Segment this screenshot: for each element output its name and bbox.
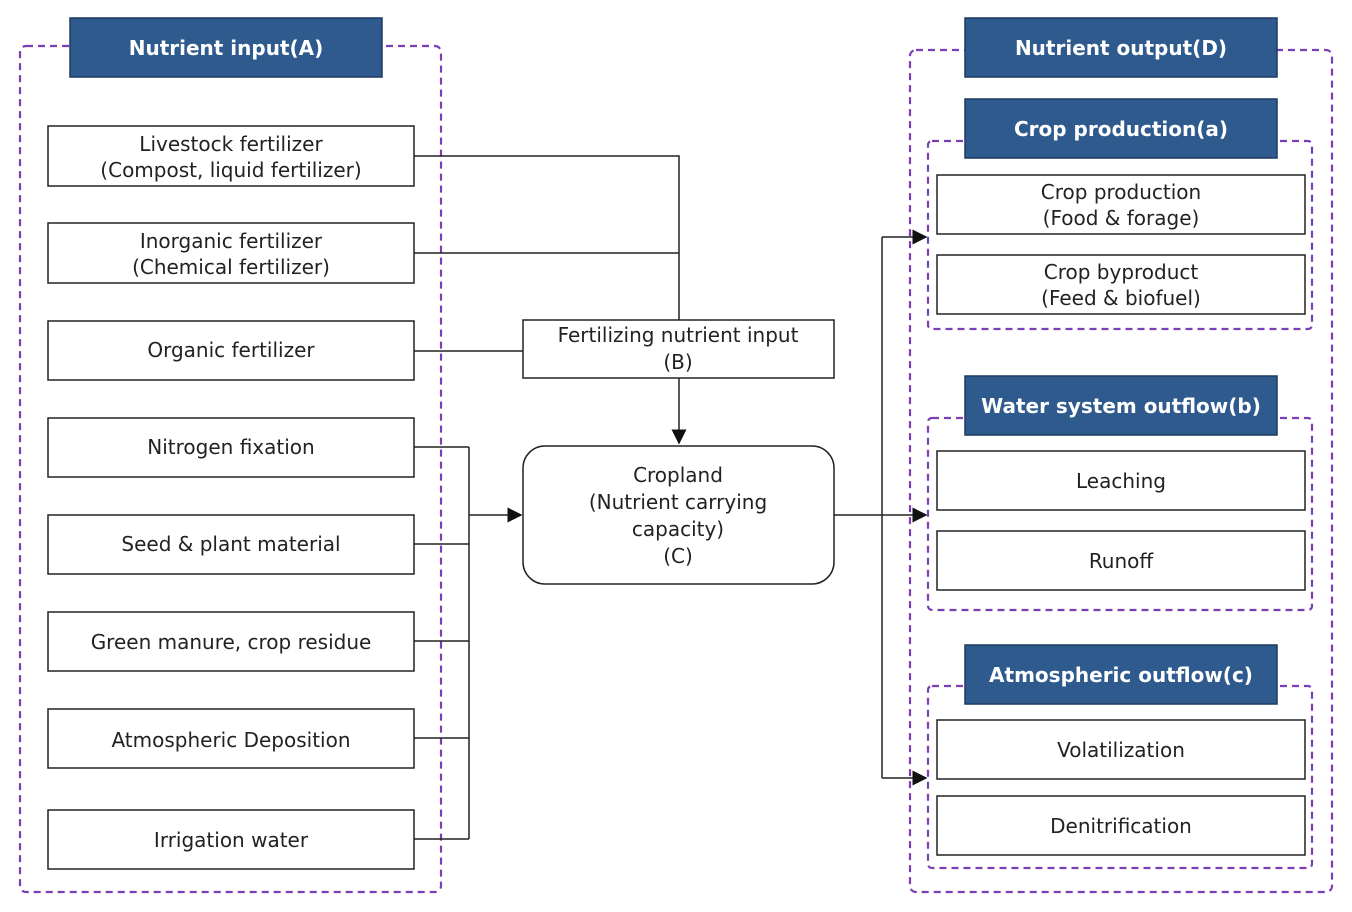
output-item-leaching: Leaching: [936, 450, 1306, 511]
input-group-title: Nutrient input(A): [129, 36, 324, 60]
atmospheric-outflow-title: Atmospheric outflow(c): [989, 663, 1253, 687]
crop-production-header: [964, 98, 1278, 159]
connector-livestock-to-fertilizing: [414, 155, 680, 321]
output-group-title: Nutrient output(D): [1015, 36, 1227, 60]
connector-other-inputs-bus: [414, 446, 470, 840]
input-item-livestock-fertilizer: Livestock fertilizer (Compost, liquid fe…: [47, 125, 415, 187]
cropland-line1: Cropland: [633, 463, 723, 487]
output-item-line2: (Feed & biofuel): [1041, 286, 1201, 310]
input-item-nitrogen-fixation: Nitrogen fixation: [47, 417, 415, 478]
input-item-line1: Irrigation water: [154, 828, 309, 852]
input-item-line2: (Compost, liquid fertilizer): [100, 158, 361, 182]
output-item-line2: (Food & forage): [1043, 206, 1200, 230]
input-item-line1: Organic fertilizer: [147, 338, 315, 362]
output-item-volatilization: Volatilization: [936, 719, 1306, 780]
input-item-line1: Atmospheric Deposition: [111, 728, 350, 752]
crop-production-frame: [926, 139, 1314, 331]
output-item-line1: Crop production: [1041, 180, 1201, 204]
cropland-line3: capacity): [632, 517, 724, 541]
input-group-header: [69, 17, 383, 78]
fertilizing-line2: (B): [663, 350, 692, 374]
input-item-atmospheric-deposition: Atmospheric Deposition: [47, 708, 415, 769]
output-item-denitrification: Denitrification: [936, 795, 1306, 856]
output-item-crop-byproduct: Crop byproduct (Feed & biofuel): [936, 254, 1306, 315]
input-item-line1: Nitrogen fixation: [147, 435, 314, 459]
water-outflow-header: [964, 375, 1278, 436]
atmospheric-outflow-frame: [926, 684, 1314, 870]
input-item-seed-plant-material: Seed & plant material: [47, 514, 415, 575]
water-outflow-title: Water system outflow(b): [981, 394, 1261, 418]
cropland-line2: (Nutrient carrying: [589, 490, 767, 514]
output-item-line1: Crop byproduct: [1044, 260, 1199, 284]
input-item-inorganic-fertilizer: Inorganic fertilizer (Chemical fertilize…: [47, 222, 415, 284]
fertilizing-line1: Fertilizing nutrient input: [558, 323, 799, 347]
water-outflow-frame: [926, 416, 1314, 612]
cropland-line4: (C): [663, 544, 693, 568]
atmospheric-outflow-header: [964, 644, 1278, 705]
input-item-irrigation-water: Irrigation water: [47, 809, 415, 870]
output-item-runoff: Runoff: [936, 530, 1306, 591]
input-item-line1: Seed & plant material: [121, 532, 340, 556]
output-item-line1: Volatilization: [1057, 738, 1185, 762]
output-item-crop-production: Crop production (Food & forage): [936, 174, 1306, 235]
input-item-line1: Inorganic fertilizer: [140, 229, 323, 253]
input-item-line1: Green manure, crop residue: [91, 630, 372, 654]
input-item-line2: (Chemical fertilizer): [132, 255, 330, 279]
crop-production-title: Crop production(a): [1014, 117, 1228, 141]
input-item-green-manure: Green manure, crop residue: [47, 611, 415, 672]
output-item-line1: Denitrification: [1050, 814, 1192, 838]
fertilizing-nutrient-input-box: Fertilizing nutrient input (B): [522, 319, 835, 379]
input-item-line1: Livestock fertilizer: [139, 132, 323, 156]
output-item-line1: Leaching: [1076, 469, 1166, 493]
output-item-line1: Runoff: [1089, 549, 1155, 573]
input-item-organic-fertilizer: Organic fertilizer: [47, 320, 415, 381]
cropland-box: Cropland (Nutrient carrying capacity) (C…: [522, 445, 835, 585]
output-group-header: [964, 17, 1278, 78]
